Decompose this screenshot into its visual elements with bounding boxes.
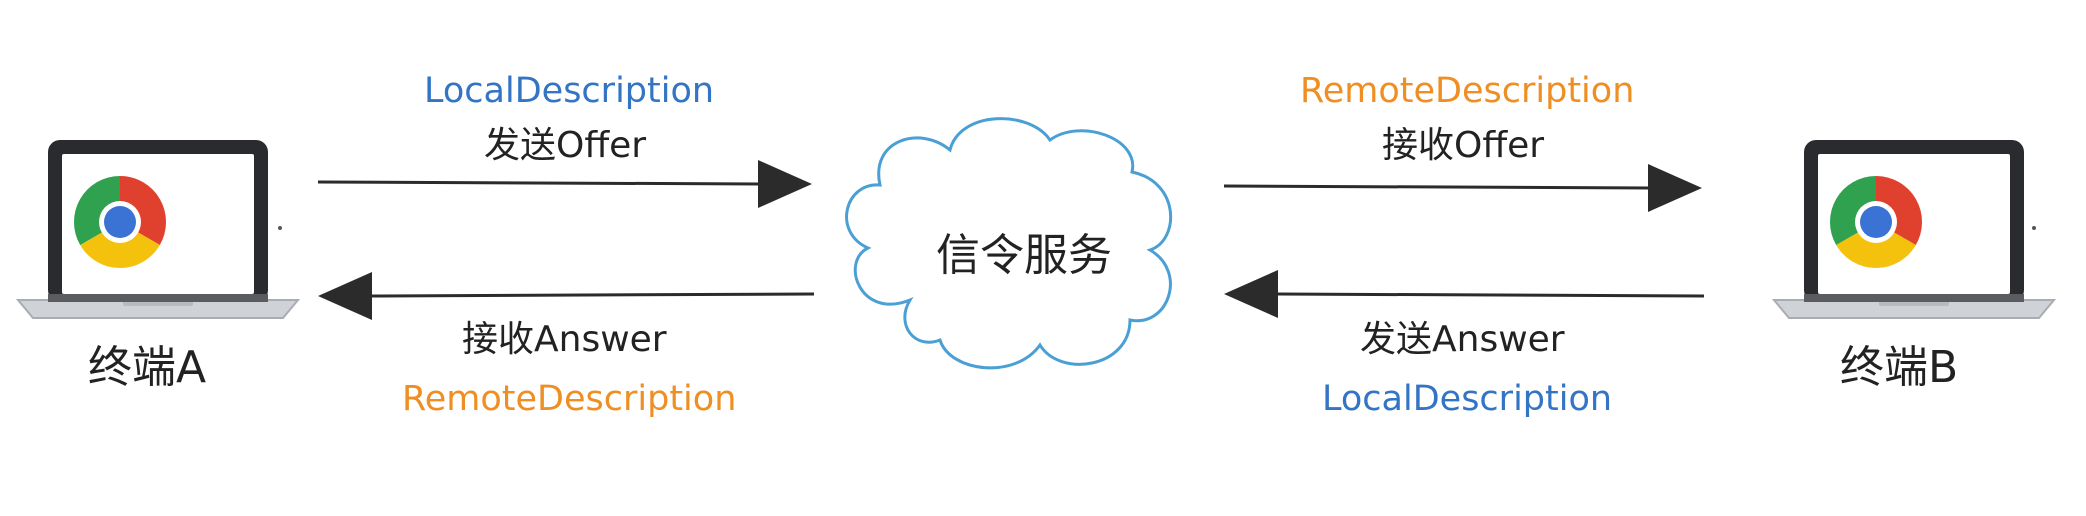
terminal-a-label: 终端A: [88, 342, 207, 393]
arrow-b-to-server: [1224, 270, 1705, 318]
a-receive-answer-label: 接收Answer: [462, 319, 667, 360]
dot-b: [2032, 226, 2036, 230]
arrow-server-to-b: [1223, 164, 1702, 212]
arrow-server-to-a: [318, 272, 815, 320]
b-send-answer-label: 发送Answer: [1360, 319, 1565, 360]
b-remote-description-label: RemoteDescription: [1300, 71, 1635, 111]
laptop-a-icon: [17, 139, 299, 319]
terminal-b-label: 终端B: [1840, 342, 1959, 393]
a-remote-description-label: RemoteDescription: [402, 379, 737, 419]
cloud-icon: [845, 117, 1173, 370]
a-local-description-label: LocalDescription: [424, 71, 715, 111]
b-receive-offer-label: 接收Offer: [1382, 125, 1545, 166]
b-local-description-label: LocalDescription: [1322, 379, 1613, 419]
dot-a: [278, 226, 282, 230]
signaling-service-label: 信令服务: [936, 230, 1112, 281]
arrow-a-to-server: [317, 160, 812, 208]
a-send-offer-label: 发送Offer: [484, 125, 647, 166]
laptop-b-icon: [1773, 139, 2055, 319]
